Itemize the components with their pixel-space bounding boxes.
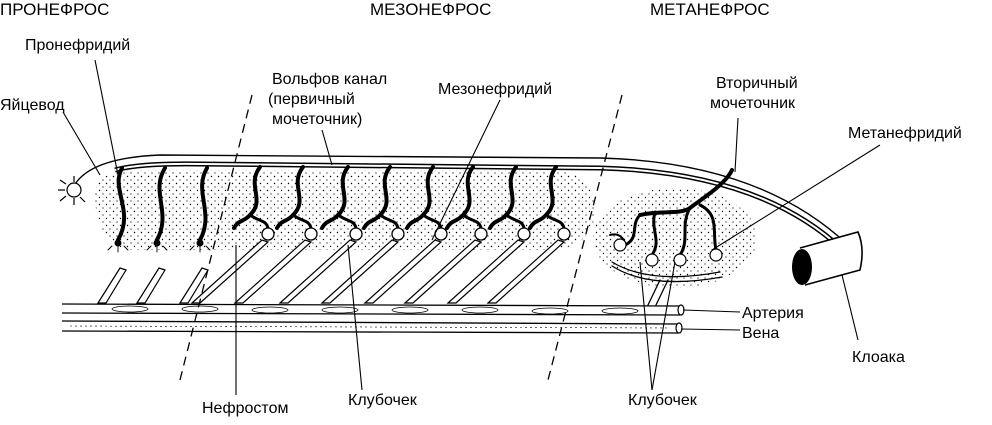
metanephros-tissue: [593, 188, 757, 288]
segmental-vessel: [135, 267, 166, 304]
label-wolffian-3: мочеточник): [272, 111, 362, 128]
mesonephridium-branch: [291, 213, 313, 230]
glomerulus-capsule: [349, 227, 363, 241]
metanephridium: [609, 168, 734, 306]
label-glomerulus-mid: Клубочек: [348, 392, 418, 409]
wolffian-duct-inner: [114, 162, 844, 251]
segmental-vessel: [233, 239, 313, 304]
glomerulus-capsule: [304, 227, 318, 241]
mesonephridium-branch: [336, 213, 358, 230]
glomerulus-capsule: [261, 227, 275, 241]
divider-pro-meso: [179, 94, 253, 381]
glomerulus-capsule: [557, 227, 571, 241]
segmental-vessel: [486, 239, 566, 304]
mesonephridium-branch: [378, 213, 400, 230]
oviduct-duct: [71, 154, 849, 246]
artery-cells: [111, 305, 639, 315]
mesonephridium-branch: [461, 213, 483, 230]
label-vein: Вена: [742, 325, 779, 342]
pronephridia: [107, 166, 211, 253]
leader-lines: [62, 59, 881, 395]
segmental-vessels: [96, 239, 566, 304]
segmental-vessel: [190, 239, 270, 304]
label-pronephridium: Пронефридий: [25, 37, 130, 54]
label-mesonephridium: Мезонефридий: [438, 81, 552, 98]
label-wolffian-2: (первичный: [268, 91, 355, 108]
header-mesonephros: МЕЗОНЕФРОС: [370, 0, 491, 19]
glomerulus-capsule: [391, 227, 405, 241]
vein-vessel: [61, 320, 683, 334]
divider-meso-meta: [547, 94, 623, 381]
label-nephrostome: Нефростом: [202, 400, 288, 417]
segmental-vessel: [278, 239, 358, 304]
segmental-vessel: [403, 239, 483, 304]
label-ureter-1: Вторичный: [716, 75, 798, 92]
segmental-vessel: [446, 239, 526, 304]
label-wolffian-1: Вольфов канал: [272, 71, 387, 88]
header-metanephros: МЕТАНЕФРОС: [650, 0, 770, 19]
mesonephridium-branch: [421, 213, 443, 230]
segmental-vessel: [363, 239, 443, 304]
segmental-vessel: [96, 267, 127, 304]
artery-vessel: [61, 303, 685, 316]
label-ureter-2: мочеточник: [710, 95, 796, 112]
glomerulus-capsule: [474, 227, 488, 241]
header-pronephros: ПРОНЕФРОС: [0, 0, 109, 19]
label-glomerulus-right: Клубочек: [628, 392, 698, 409]
label-metanephridium: Метанефридий: [848, 125, 962, 142]
oviduct-funnel: [58, 176, 86, 205]
glomerulus-capsule: [517, 227, 531, 241]
mesonephridium-branch: [544, 213, 566, 230]
cloaca-tube: [792, 231, 863, 286]
label-oviduct: Яйцевод: [0, 97, 65, 114]
mesonephridium-branch: [248, 213, 270, 230]
label-cloaca: Клоака: [852, 349, 905, 366]
mesonephridium-branch: [504, 213, 526, 230]
segmental-vessel: [320, 239, 400, 304]
label-artery: Артерия: [742, 305, 804, 322]
